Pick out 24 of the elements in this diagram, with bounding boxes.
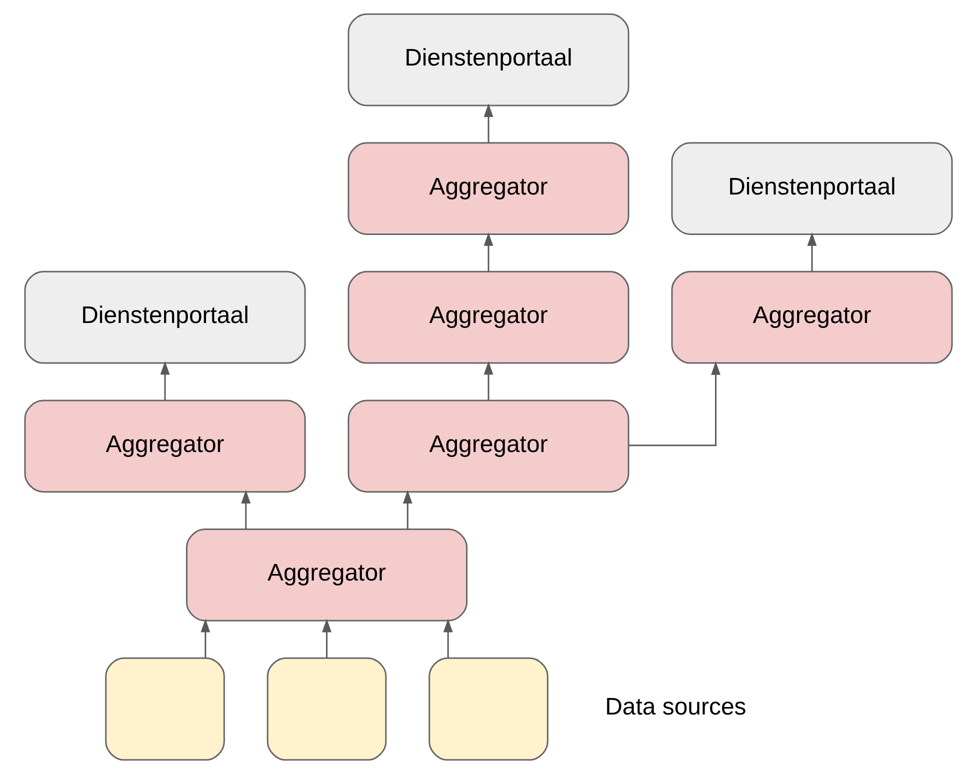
arrow xyxy=(402,490,412,530)
node-box: Aggregator xyxy=(186,528,468,622)
arrow xyxy=(322,618,332,658)
node-box: Dienstenportaal xyxy=(671,142,953,235)
label: Data sources xyxy=(605,694,746,721)
arrow xyxy=(484,232,494,272)
node-box: Dienstenportaal xyxy=(348,13,630,106)
arrow xyxy=(200,618,210,658)
node-box xyxy=(105,657,225,761)
arrow xyxy=(628,361,720,446)
arrow xyxy=(241,490,251,530)
arrow xyxy=(484,361,494,400)
arrow xyxy=(160,361,170,400)
node-box: Aggregator xyxy=(348,270,630,364)
node-box: Aggregator xyxy=(24,400,306,493)
arrow xyxy=(484,104,494,143)
arrow xyxy=(443,618,453,658)
node-box: Aggregator xyxy=(671,270,953,364)
node-box: Aggregator xyxy=(348,400,630,493)
node-box: Dienstenportaal xyxy=(24,270,306,364)
node-box: Aggregator xyxy=(348,142,630,235)
arrow xyxy=(807,232,817,272)
node-box xyxy=(266,657,387,761)
node-box xyxy=(428,657,548,761)
